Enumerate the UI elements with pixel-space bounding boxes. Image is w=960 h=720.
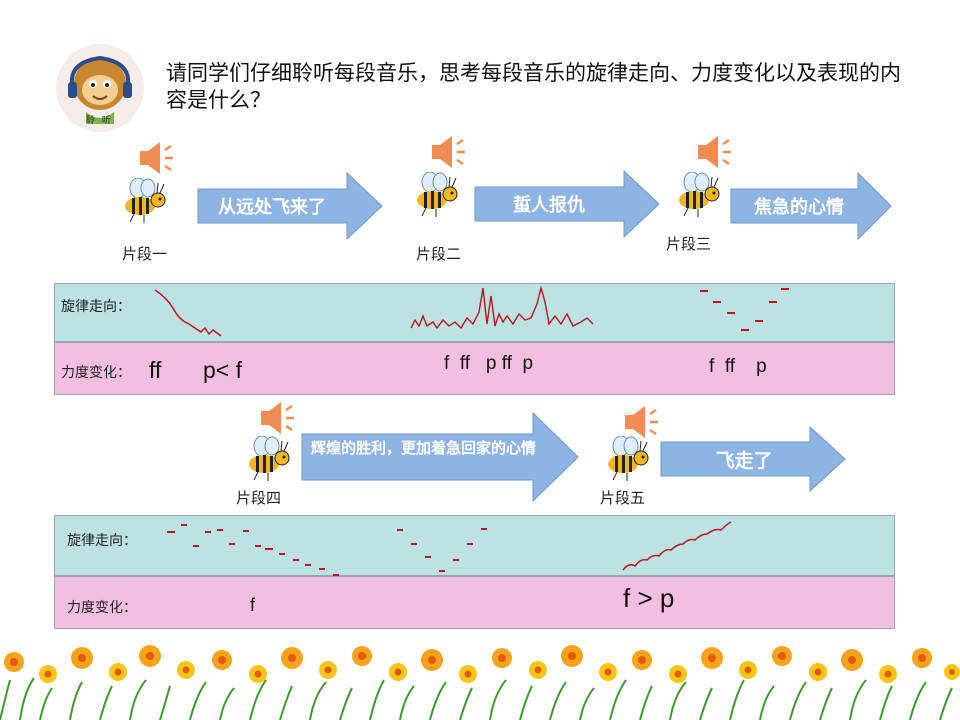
flower-border	[0, 645, 960, 720]
segment-1-dynamics-a: ff	[149, 357, 162, 383]
segment-3-content: 焦急的心情	[754, 197, 844, 218]
segment-4-content: 辉煌的胜利，更加着急回家的心情	[311, 439, 537, 457]
melody-sketch	[154, 285, 789, 337]
segment-5-arrow: 飞走了	[660, 426, 846, 492]
melody-row-label: 旋律走向：	[67, 533, 137, 549]
melody-band-2: 旋律走向：	[54, 515, 895, 576]
segment-2-content: 蜇人报仇	[513, 195, 585, 216]
segment-1-dynamics-b: p< f	[203, 357, 243, 383]
speaker-icon[interactable]	[694, 132, 734, 172]
segment-1-content: 从远处飞来了	[218, 197, 326, 218]
segment-5-content: 飞走了	[715, 449, 773, 472]
segment-5-label: 片段五	[600, 489, 646, 507]
dynamics-band-1: 力度变化： ff p< f f ff p ff p f ff p	[54, 342, 895, 395]
segment-2-label: 片段二	[416, 245, 462, 263]
segment-4-arrow: 辉煌的胜利，更加着急回家的心情	[301, 412, 579, 502]
segment-2-arrow: 蜇人报仇	[474, 170, 660, 238]
segment-3-dynamics: f ff p	[709, 356, 767, 377]
avatar	[56, 44, 144, 132]
dynamics-band-2: 力度变化： f f > p	[54, 576, 895, 629]
speaker-icon[interactable]	[257, 398, 297, 438]
segment-3-label: 片段三	[666, 235, 712, 253]
melody-sketch	[167, 521, 732, 576]
monkey-with-headphones-icon	[56, 44, 144, 132]
segment-3-arrow: 焦急的心情	[730, 172, 892, 240]
melody-row-label: 旋律走向：	[61, 299, 131, 315]
avatar-caption: 聆 听	[86, 116, 113, 126]
speaker-icon[interactable]	[428, 132, 468, 172]
melody-band-1: 旋律走向：	[54, 283, 895, 342]
dynamics-row-label: 力度变化：	[67, 600, 137, 616]
segment-1-label: 片段一	[122, 245, 168, 263]
bee-icon	[679, 172, 720, 217]
bee-icon	[608, 436, 649, 481]
segment-2-dynamics: f ff p ff p	[444, 353, 534, 374]
segment-4-dynamics: f	[250, 595, 256, 615]
segment-1-arrow: 从远处飞来了	[197, 172, 383, 240]
segment-5-dynamics: f > p	[623, 583, 675, 613]
segment-4-label: 片段四	[236, 489, 282, 507]
speaker-icon[interactable]	[621, 402, 661, 442]
bee-icon	[249, 436, 290, 481]
question-text: 请同学们仔细聆听每段音乐，思考每段音乐的旋律走向、力度变化以及表现的内容是什么？	[166, 61, 901, 112]
bee-icon	[125, 178, 166, 223]
speaker-icon[interactable]	[136, 138, 176, 178]
dynamics-row-label: 力度变化：	[61, 365, 131, 381]
bee-icon	[417, 172, 458, 217]
